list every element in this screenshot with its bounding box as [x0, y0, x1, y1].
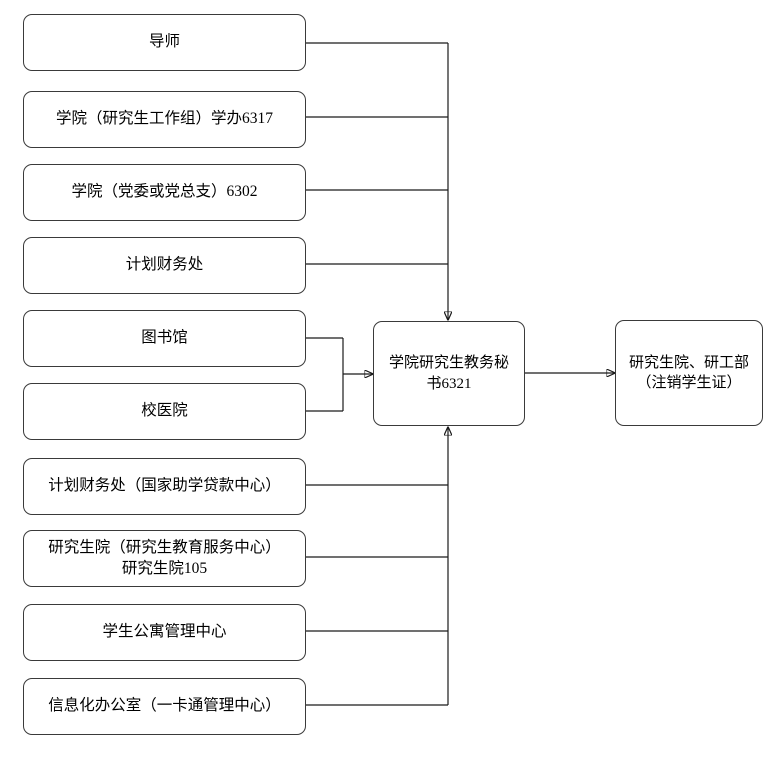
node-college-grad-academic-secretary[interactable]: 学院研究生教务秘 书6321	[373, 321, 525, 426]
node-graduate-school-and-grad-affairs-label: 研究生院、研工部 （注销学生证）	[622, 353, 756, 394]
edge-group-bottom	[306, 427, 448, 706]
node-student-apartment-center-label: 学生公寓管理中心	[102, 623, 227, 641]
node-graduate-school-and-grad-affairs[interactable]: 研究生院、研工部 （注销学生证）	[615, 320, 763, 426]
node-advisor-label: 导师	[148, 33, 180, 51]
node-finance-office-label: 计划财务处	[125, 256, 204, 274]
node-finance-office[interactable]: 计划财务处	[23, 237, 306, 294]
edge-group-top	[306, 42, 448, 320]
node-college-party-committee-label: 学院（党委或党总支）6302	[71, 183, 258, 201]
node-graduate-school-service-center-label: 研究生院（研究生教育服务中心） 研究生院105	[30, 538, 299, 580]
node-college-grad-work-group-label: 学院（研究生工作组）学办6317	[55, 110, 273, 128]
node-informatization-office-label: 信息化办公室（一卡通管理中心）	[48, 697, 281, 715]
node-student-apartment-center[interactable]: 学生公寓管理中心	[23, 604, 306, 661]
node-library[interactable]: 图书馆	[23, 310, 306, 367]
node-advisor[interactable]: 导师	[23, 14, 306, 71]
edge-group-middle	[306, 337, 373, 412]
node-graduate-school-service-center-line1: 研究生院（研究生教育服务中心）	[48, 538, 281, 556]
node-library-label: 图书馆	[141, 329, 188, 347]
node-campus-hospital[interactable]: 校医院	[23, 383, 306, 440]
node-informatization-office[interactable]: 信息化办公室（一卡通管理中心）	[23, 678, 306, 735]
node-college-grad-work-group[interactable]: 学院（研究生工作组）学办6317	[23, 91, 306, 148]
node-college-party-committee[interactable]: 学院（党委或党总支）6302	[23, 164, 306, 221]
node-graduate-school-service-center[interactable]: 研究生院（研究生教育服务中心） 研究生院105	[23, 530, 306, 587]
node-right-line2: （注销学生证）	[636, 375, 742, 391]
node-center-line1: 学院研究生教务秘	[388, 355, 509, 372]
node-finance-office-student-loan-label: 计划财务处（国家助学贷款中心）	[48, 477, 281, 495]
node-campus-hospital-label: 校医院	[141, 402, 188, 420]
node-finance-office-student-loan[interactable]: 计划财务处（国家助学贷款中心）	[23, 458, 306, 515]
node-college-grad-academic-secretary-label: 学院研究生教务秘 书6321	[380, 353, 518, 394]
node-right-line1: 研究生院、研工部	[628, 354, 749, 371]
node-graduate-school-service-center-line2: 研究生院105	[121, 559, 208, 577]
node-center-line2: 书6321	[426, 375, 472, 392]
